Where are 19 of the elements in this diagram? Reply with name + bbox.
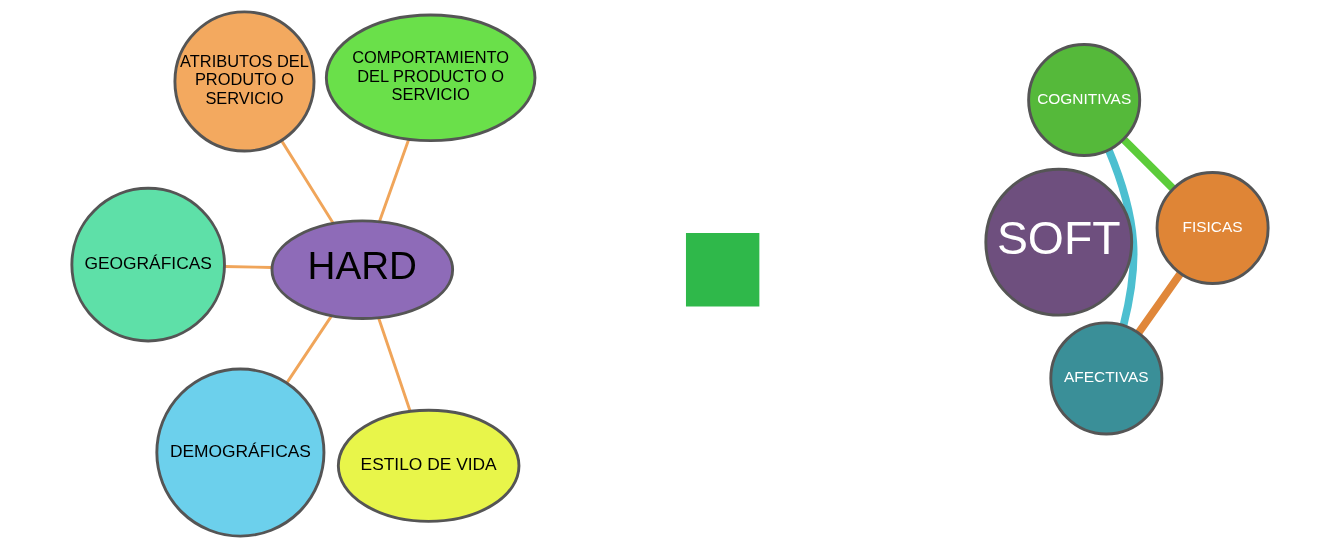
connector	[224, 265, 272, 269]
node-circle: AFECTIVAS	[1049, 321, 1164, 436]
node-ellipse: ESTILO DE VIDA	[336, 408, 521, 523]
connector	[1105, 148, 1138, 327]
node-circle: SOFT	[984, 167, 1134, 317]
node-ellipse: HARD	[270, 219, 455, 320]
connector	[1121, 136, 1176, 192]
connector	[378, 138, 411, 223]
node-circle: DEMOGRÁFICAS	[155, 367, 326, 538]
node-circle: FISICAS	[1155, 171, 1270, 285]
connector	[280, 139, 335, 224]
node-ellipse: COMPORTAMIENTO DEL PRODUCTO O SERVICIO	[324, 13, 537, 143]
connector	[285, 315, 333, 384]
connector	[1135, 271, 1184, 336]
node-circle: COGNITIVAS	[1027, 43, 1142, 157]
connector	[377, 317, 412, 412]
node-circle: ATRIBUTOS DEL PRODUTO O SERVICIO	[173, 10, 316, 153]
node-circle: GEOGRÁFICAS	[70, 186, 226, 343]
node-plus	[683, 230, 763, 310]
